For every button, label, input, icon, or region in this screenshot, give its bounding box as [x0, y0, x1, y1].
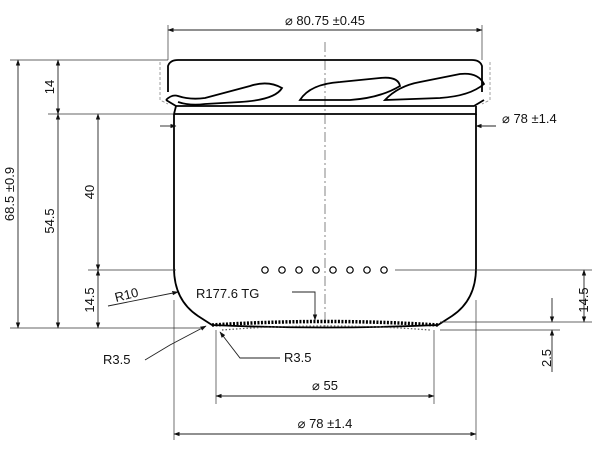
bottom-diameter-label: ⌀ 78 ±1.4	[298, 416, 353, 431]
radius-heel-right-label: R3.5	[284, 350, 311, 365]
dim-top-diameter: ⌀ 80.75 ±0.45	[167, 13, 483, 60]
lower-height-right-label: 14.5	[576, 287, 591, 312]
dim-left-heights: 68.5 ±0.9 14 54.5 40 14.5	[2, 59, 200, 329]
finish-height-label: 14	[42, 80, 57, 94]
top-diameter-label: ⌀ 80.75 ±0.45	[285, 13, 365, 28]
dim-bottom-diameter: ⌀ 78 ±1.4	[173, 300, 477, 440]
neck-diameter-label: ⌀ 78 ±1.4	[502, 111, 557, 126]
jar-body	[173, 114, 477, 331]
lid-finish	[159, 59, 491, 115]
lower-height-left-label: 14.5	[82, 287, 97, 312]
dim-neck-diameter: ⌀ 78 ±1.4	[160, 111, 557, 129]
total-height-label: 68.5 ±0.9	[2, 167, 17, 221]
base-stipple-dots	[261, 266, 388, 274]
wall-height-label: 40	[82, 185, 97, 199]
base-depth-label: 2.5	[539, 349, 554, 367]
base-diameter-label: ⌀ 55	[312, 378, 338, 393]
radius-heel-left-label: R3.5	[103, 352, 130, 367]
radius-corner-label: R10	[113, 285, 140, 305]
dim-radius-heel: R3.5 R3.5	[103, 325, 311, 367]
dim-radius-corner: R10	[107, 285, 179, 307]
dim-radius-base: R177.6 TG	[196, 286, 318, 321]
body-height-label: 54.5	[42, 208, 57, 233]
dim-base-diameter: ⌀ 55	[215, 330, 435, 404]
radius-base-label: R177.6 TG	[196, 286, 259, 301]
dim-right-heights: 14.5 2.5	[395, 269, 592, 372]
